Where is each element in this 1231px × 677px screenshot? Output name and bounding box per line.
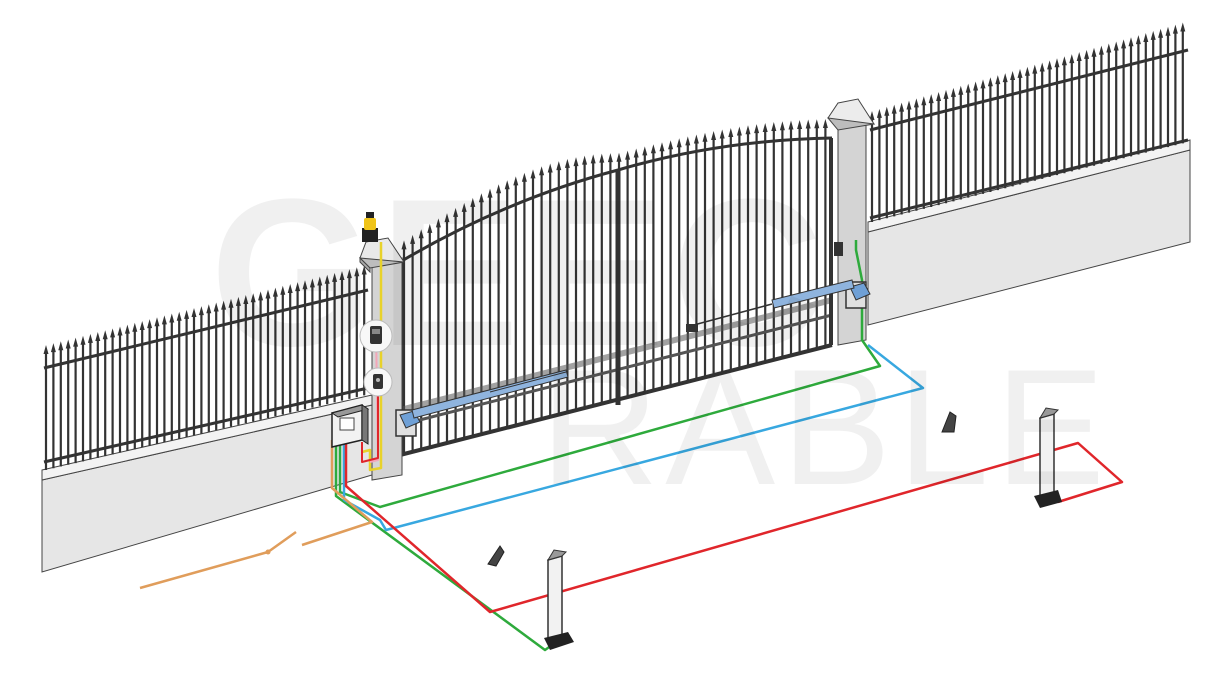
electric-lock — [686, 324, 698, 332]
far-photocell-post — [1034, 407, 1062, 508]
wiring — [139, 240, 1124, 652]
right-fence-rail-top — [869, 48, 1189, 132]
wire-blue — [342, 344, 925, 532]
wire-orange-feed — [139, 550, 269, 590]
left-fence-rail-bottom — [43, 386, 369, 464]
keypad — [359, 319, 393, 353]
mains-switch-pivot — [265, 549, 271, 555]
wire-orange-switch — [267, 530, 297, 554]
wire-red-pillar — [361, 375, 379, 463]
left-gate-motor — [395, 369, 569, 437]
near-photocell-post — [544, 549, 574, 650]
right-gate-motor — [689, 279, 871, 327]
key-selector — [363, 367, 393, 397]
right-fence — [867, 22, 1191, 326]
wire-orange — [301, 440, 374, 547]
wire-green — [338, 240, 882, 509]
gate-bars — [401, 119, 828, 454]
control-box — [330, 404, 370, 448]
right-fence-rail-bottom — [869, 138, 1189, 220]
left-fence-rail-top — [43, 288, 369, 370]
warning-lamp — [362, 212, 378, 242]
wire-green-near — [334, 440, 553, 652]
gate — [399, 119, 833, 457]
wire-red — [344, 440, 1124, 614]
left-fence — [41, 265, 373, 573]
pillar-photocell-right — [834, 242, 843, 256]
right-motor-arm — [771, 279, 855, 309]
left-fence-bars — [43, 265, 367, 470]
gate-stopper-near — [487, 545, 505, 567]
gate-stopper-far — [941, 411, 957, 433]
